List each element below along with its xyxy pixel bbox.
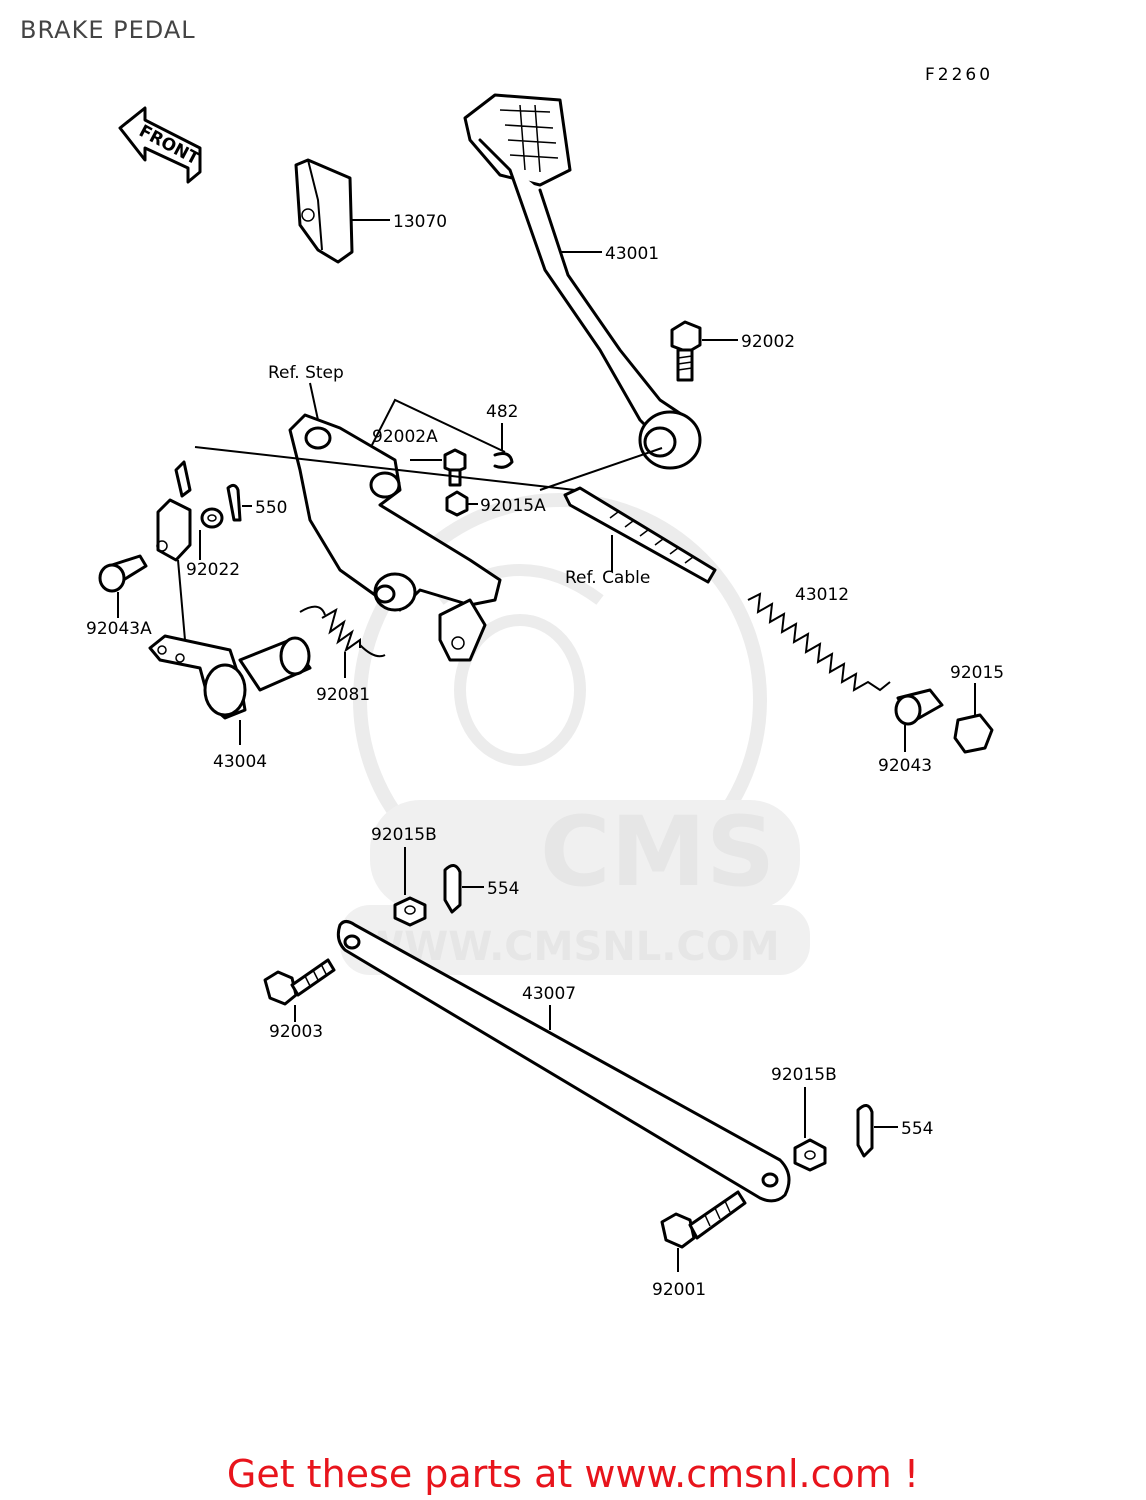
part-clevis xyxy=(156,460,192,562)
part-554-clip-top xyxy=(443,864,462,914)
label-43004: 43004 xyxy=(213,752,267,772)
part-482-clip xyxy=(493,452,514,469)
label-92015B-top: 92015B xyxy=(371,825,437,845)
label-92015A: 92015A xyxy=(480,496,546,516)
part-92002A-bolt xyxy=(443,448,467,487)
label-92002: 92002 xyxy=(741,332,795,352)
part-92001-bolt xyxy=(660,1190,747,1249)
label-92003: 92003 xyxy=(269,1022,323,1042)
label-43001: 43001 xyxy=(605,244,659,264)
part-92043A-pin xyxy=(98,554,148,593)
label-554-top: 554 xyxy=(487,879,519,899)
label-92043A: 92043A xyxy=(86,619,152,639)
label-92015B-bottom: 92015B xyxy=(771,1065,837,1085)
part-43004-shaft-lever xyxy=(148,634,312,720)
figure-code: F2260 xyxy=(925,65,993,85)
part-92043-pin xyxy=(894,688,944,726)
cmsnl-watermark: CMS WWW.CMSNL.COM xyxy=(340,493,810,975)
label-ref-cable: Ref. Cable xyxy=(565,568,650,588)
label-92043: 92043 xyxy=(878,756,932,776)
label-92001: 92001 xyxy=(652,1280,706,1300)
label-92081: 92081 xyxy=(316,685,370,705)
ref-step-bracket xyxy=(288,413,502,662)
part-43001-pedal-arm xyxy=(463,93,702,470)
part-554-clip-bottom xyxy=(856,1104,874,1158)
page-title: BRAKE PEDAL xyxy=(20,16,196,44)
label-482: 482 xyxy=(486,402,518,422)
footer-promo-text: Get these parts at www.cmsnl.com ! xyxy=(226,1452,920,1496)
ref-cable-rod xyxy=(563,486,717,584)
front-arrow-icon: FRONT xyxy=(118,106,203,184)
label-92022: 92022 xyxy=(186,560,240,580)
part-92003-bolt xyxy=(263,958,336,1006)
part-550-cotter-pin xyxy=(226,483,242,522)
label-92002A: 92002A xyxy=(372,427,438,447)
part-43007-rod xyxy=(336,920,791,1203)
label-92015: 92015 xyxy=(950,663,1004,683)
label-43007: 43007 xyxy=(522,984,576,1004)
label-550: 550 xyxy=(255,498,287,518)
part-92081-spring xyxy=(299,605,386,658)
part-92015B-nut-top xyxy=(393,896,427,927)
label-13070: 13070 xyxy=(393,212,447,232)
label-43012: 43012 xyxy=(795,585,849,605)
part-92015B-nut-bottom xyxy=(793,1138,827,1172)
part-92002-bolt xyxy=(670,320,702,382)
part-92015A-nut xyxy=(445,490,469,517)
part-43012-spring xyxy=(747,592,891,692)
label-ref-step: Ref. Step xyxy=(268,363,344,383)
watermark-url: WWW.CMSNL.COM xyxy=(360,924,780,970)
part-92022-washer xyxy=(200,507,224,529)
label-554-bottom: 554 xyxy=(901,1119,933,1139)
part-13070-guard xyxy=(294,158,354,264)
watermark-brand: CMS xyxy=(540,796,775,908)
part-92015-nut xyxy=(953,713,994,754)
